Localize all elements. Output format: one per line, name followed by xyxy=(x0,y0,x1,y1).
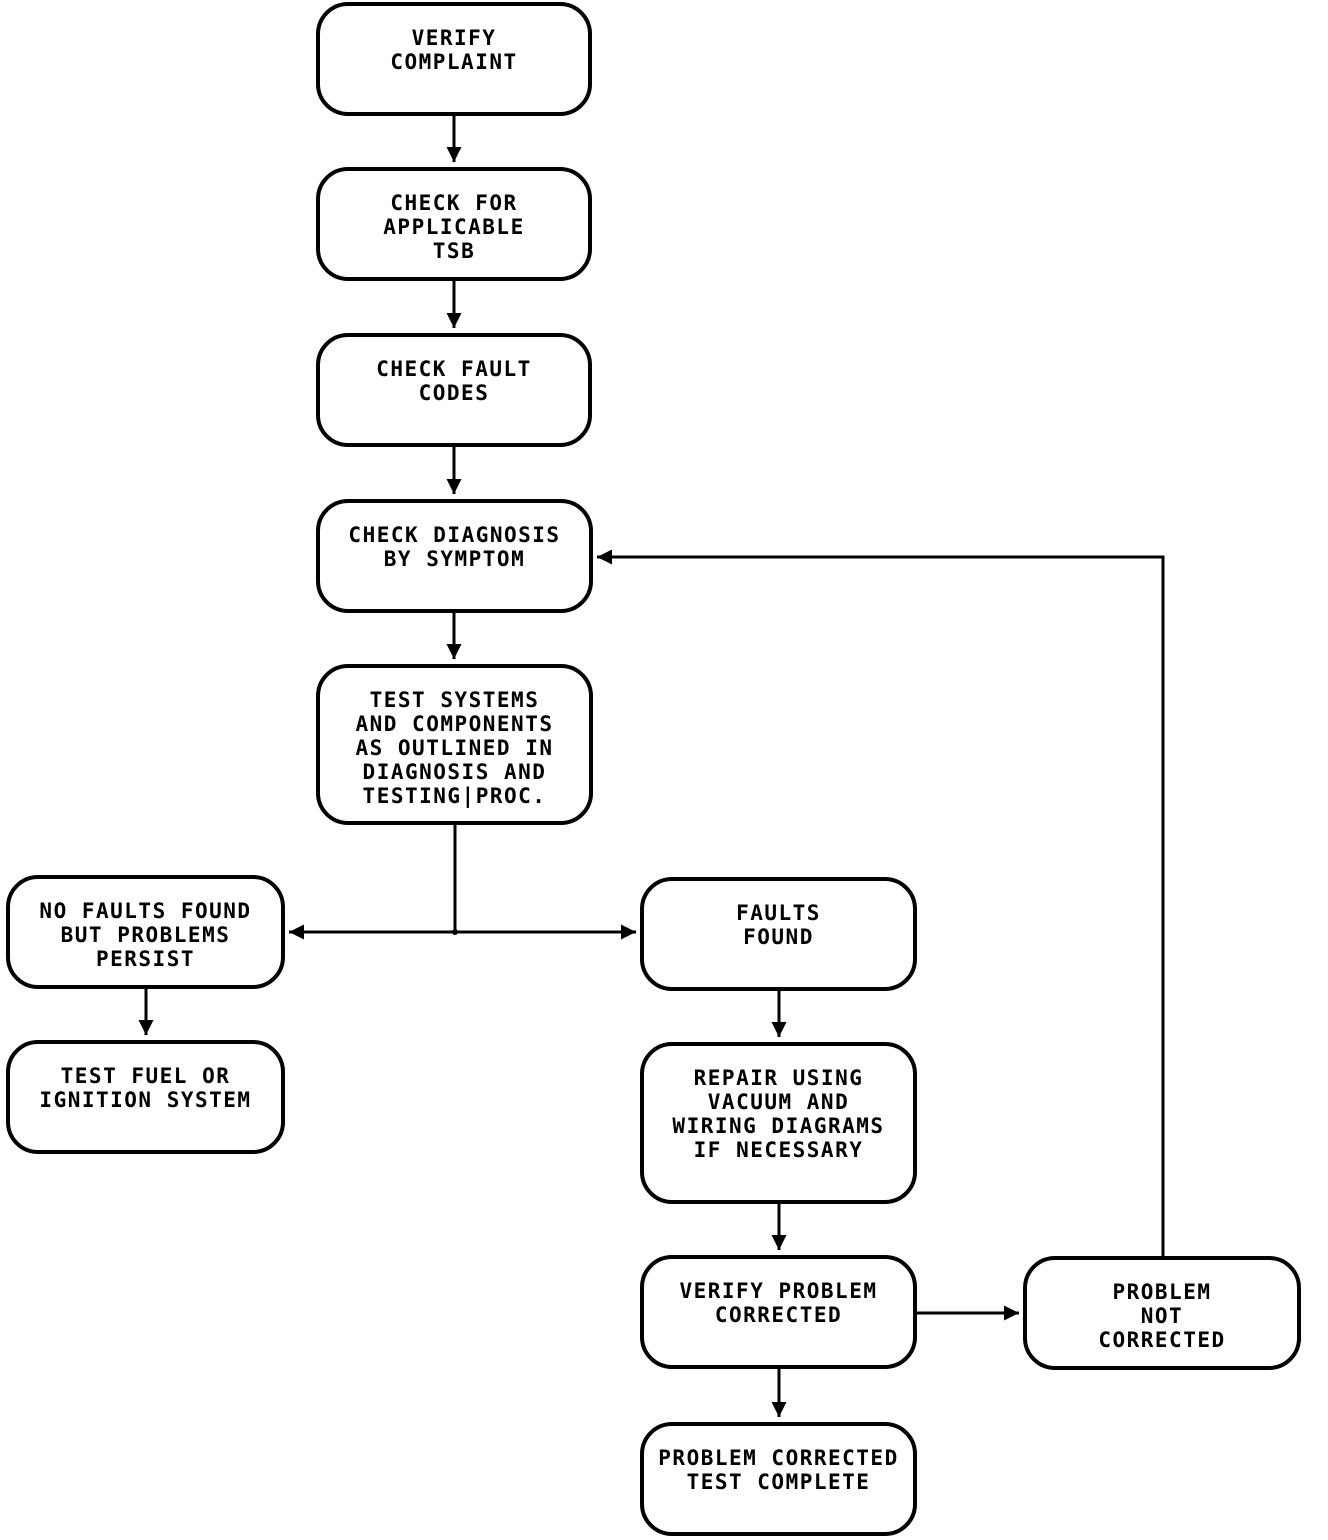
node-label: PROBLEM CORRECTED TEST COMPLETE xyxy=(658,1446,899,1494)
node-faults-found: FAULTS FOUND xyxy=(640,877,917,991)
node-repair-using: REPAIR USING VACUUM AND WIRING DIAGRAMS … xyxy=(640,1042,917,1204)
node-label: REPAIR USING VACUUM AND WIRING DIAGRAMS … xyxy=(672,1066,885,1162)
node-label: NO FAULTS FOUND BUT PROBLEMS PERSIST xyxy=(39,899,252,971)
node-label: CHECK FAULT CODES xyxy=(376,357,532,405)
node-check-fault-codes: CHECK FAULT CODES xyxy=(316,333,592,447)
node-no-faults-found: NO FAULTS FOUND BUT PROBLEMS PERSIST xyxy=(6,875,285,989)
node-verify-problem-corrected: VERIFY PROBLEM CORRECTED xyxy=(640,1255,917,1369)
node-label: CHECK DIAGNOSIS BY SYMPTOM xyxy=(348,523,561,571)
node-label: FAULTS FOUND xyxy=(736,901,821,949)
node-label: CHECK FOR APPLICABLE TSB xyxy=(383,191,525,263)
node-label: TEST SYSTEMS AND COMPONENTS AS OUTLINED … xyxy=(355,688,554,808)
node-check-tsb: CHECK FOR APPLICABLE TSB xyxy=(316,167,592,281)
node-problem-not-corrected: PROBLEM NOT CORRECTED xyxy=(1023,1256,1301,1370)
junction-dot xyxy=(452,929,458,935)
node-test-systems: TEST SYSTEMS AND COMPONENTS AS OUTLINED … xyxy=(316,664,593,825)
node-label: PROBLEM NOT CORRECTED xyxy=(1098,1280,1226,1352)
node-verify-complaint: VERIFY COMPLAINT xyxy=(316,2,592,116)
node-label: VERIFY PROBLEM CORRECTED xyxy=(679,1279,878,1327)
node-label: TEST FUEL OR IGNITION SYSTEM xyxy=(39,1064,252,1112)
node-test-fuel: TEST FUEL OR IGNITION SYSTEM xyxy=(6,1040,285,1154)
node-problem-corrected: PROBLEM CORRECTED TEST COMPLETE xyxy=(640,1422,917,1536)
node-check-diagnosis: CHECK DIAGNOSIS BY SYMPTOM xyxy=(316,499,593,613)
connector-feedback-loop xyxy=(597,549,1165,1256)
node-label: VERIFY COMPLAINT xyxy=(390,26,518,74)
